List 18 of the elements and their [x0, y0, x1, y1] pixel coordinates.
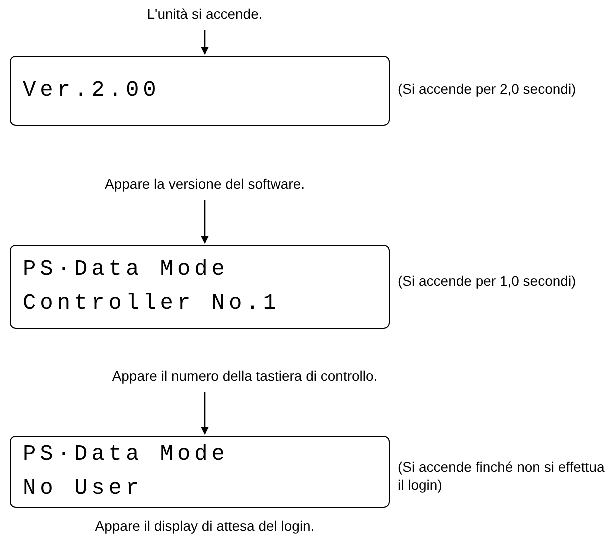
duration-note: (Si accende finché non si effettua il login)	[398, 458, 606, 494]
display-text: Ver.2.00	[23, 77, 162, 105]
duration-note: (Si accende per 2,0 secondi)	[398, 80, 578, 98]
display-text: PS·Data Mode	[23, 256, 230, 284]
display-text: No User	[23, 475, 144, 503]
step-text: Appare il numero della tastiera di controllo.	[30, 366, 460, 388]
step-text: Appare il display di attesa del login.	[94, 517, 316, 536]
display-text: Controller No.1	[23, 290, 282, 318]
display-screen	[10, 436, 390, 508]
arrow	[201, 392, 209, 435]
duration-note: (Si accende per 1,0 secondi)	[398, 272, 578, 290]
display-screen	[10, 245, 390, 329]
display-screen	[10, 56, 390, 126]
arrow	[201, 200, 209, 244]
step-text: Appare la versione del software.	[30, 174, 380, 196]
step-text: L'unità si accende.	[105, 4, 305, 26]
arrow	[201, 30, 209, 55]
display-text: PS·Data Mode	[23, 441, 230, 469]
